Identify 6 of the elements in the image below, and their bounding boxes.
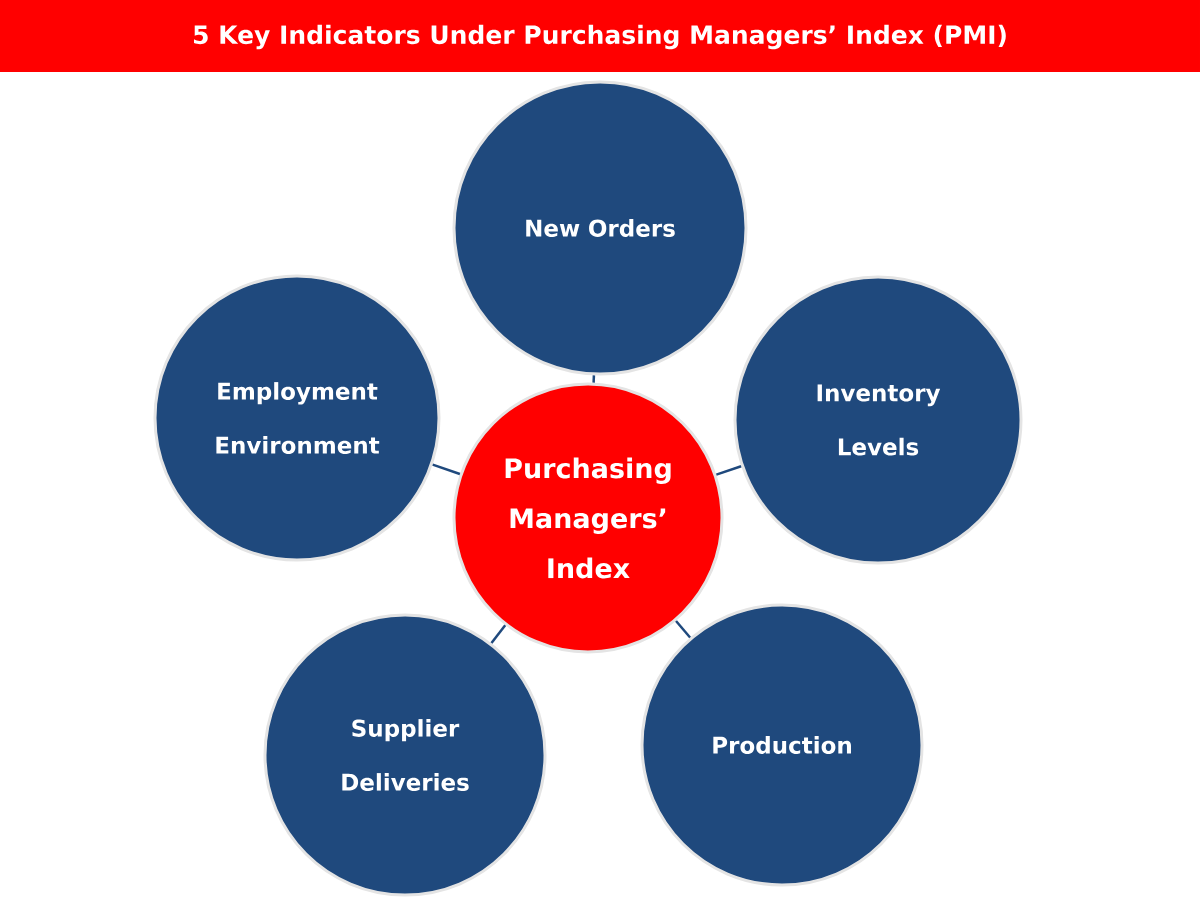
- connector-line: [432, 463, 461, 476]
- connector-line: [715, 465, 742, 476]
- title-bar: 5 Key Indicators Under Purchasing Managers’ Index (PMI): [0, 0, 1200, 72]
- connector-line: [490, 624, 507, 644]
- connector-line: [592, 375, 596, 383]
- connector-line: [675, 620, 692, 639]
